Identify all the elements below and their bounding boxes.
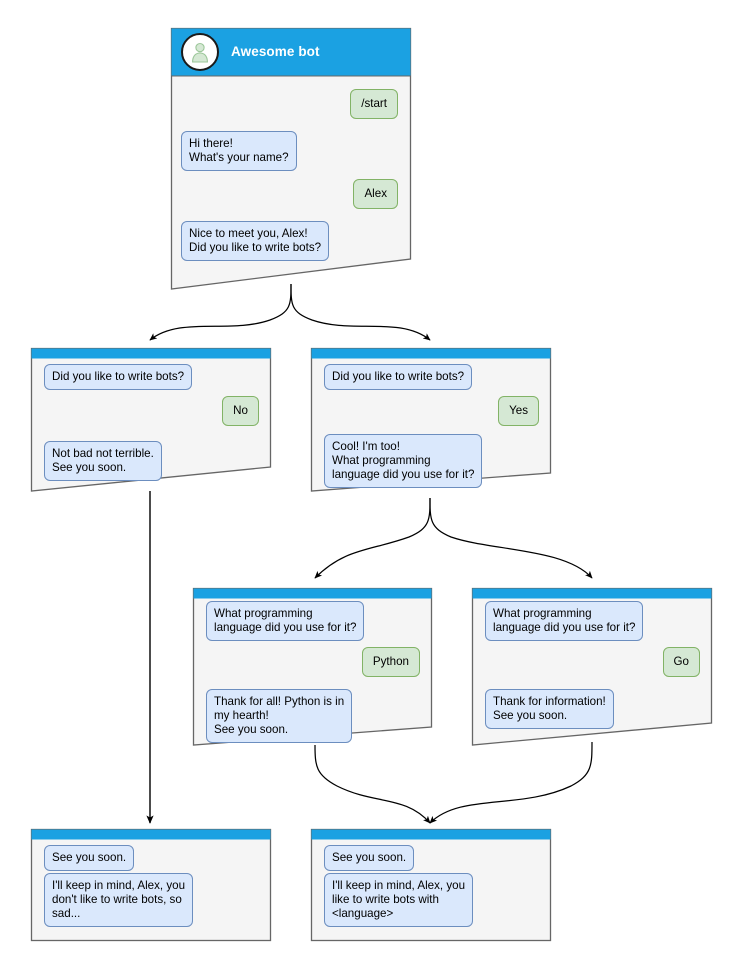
message-row: I'll keep in mind, Alex, you like to wri… xyxy=(324,873,539,928)
user-message-bubble: Yes xyxy=(498,396,539,427)
edge-go-to-end-happy xyxy=(429,741,593,824)
user-message-bubble: Alex xyxy=(353,179,398,210)
message-row: Cool! I'm too! What programming language… xyxy=(324,434,539,489)
message-row: Thank for information! See you soon. xyxy=(485,689,700,730)
window-titlebar-root: Awesome bot xyxy=(170,27,412,76)
message-row: Alex xyxy=(170,179,398,210)
message-row: Did you like to write bots? xyxy=(44,364,259,391)
bot-message-bubble: Cool! I'm too! What programming language… xyxy=(324,434,483,489)
user-message-bubble: Python xyxy=(361,647,420,678)
message-row: What programming language did you use fo… xyxy=(206,601,420,642)
bot-message-bubble: What programming language did you use fo… xyxy=(485,601,644,642)
edge-root-to-no xyxy=(149,283,292,341)
bot-message-bubble: I'll keep in mind, Alex, you like to wri… xyxy=(324,873,474,928)
message-row: Did you like to write bots? xyxy=(324,364,539,391)
window-title-root: Awesome bot xyxy=(231,44,320,59)
user-message-bubble: /start xyxy=(350,89,398,120)
message-row: See you soon. xyxy=(324,845,539,872)
bot-message-bubble: Not bad not terrible. See you soon. xyxy=(44,441,162,482)
bot-message-bubble: See you soon. xyxy=(324,845,415,872)
message-row: /start xyxy=(170,89,398,120)
message-row: See you soon. xyxy=(44,845,259,872)
chat-window-yes-branch: Did you like to write bots? Yes Cool! I'… xyxy=(310,347,552,492)
bot-message-bubble: Hi there! What's your name? xyxy=(181,131,297,172)
message-row: Yes xyxy=(310,396,539,427)
chat-window-python-branch: What programming language did you use fo… xyxy=(192,587,433,746)
message-row: I'll keep in mind, Alex, you don't like … xyxy=(44,873,259,928)
edge-yes-to-go xyxy=(429,497,593,579)
chat-window-end-happy: See you soon. I'll keep in mind, Alex, y… xyxy=(310,828,552,942)
user-message-bubble: Go xyxy=(662,647,700,678)
bot-message-bubble: I'll keep in mind, Alex, you don't like … xyxy=(44,873,194,928)
chat-window-no-branch: Did you like to write bots? No Not bad n… xyxy=(30,347,272,492)
message-row: Hi there! What's your name? xyxy=(181,131,401,172)
edge-yes-to-python xyxy=(314,497,431,579)
bot-message-bubble: Thank for information! See you soon. xyxy=(485,689,614,730)
bot-message-bubble: What programming language did you use fo… xyxy=(206,601,365,642)
message-row: What programming language did you use fo… xyxy=(485,601,700,642)
bot-message-bubble: Did you like to write bots? xyxy=(324,364,473,391)
message-row: No xyxy=(30,396,259,427)
message-row: Thank for all! Python is in my hearth! S… xyxy=(206,689,420,744)
message-row: Nice to meet you, Alex! Did you like to … xyxy=(181,221,401,262)
person-avatar-icon xyxy=(181,32,219,71)
chat-window-end-sad: See you soon. I'll keep in mind, Alex, y… xyxy=(30,828,272,942)
edge-root-to-yes xyxy=(290,283,431,341)
message-row: Go xyxy=(471,647,700,678)
message-row: Not bad not terrible. See you soon. xyxy=(44,441,259,482)
chat-window-root: Awesome bot /start Hi there! What's your… xyxy=(170,27,412,290)
bot-message-bubble: Nice to meet you, Alex! Did you like to … xyxy=(181,221,330,262)
bot-message-bubble: Thank for all! Python is in my hearth! S… xyxy=(206,689,353,744)
bot-message-bubble: See you soon. xyxy=(44,845,135,872)
chat-window-go-branch: What programming language did you use fo… xyxy=(471,587,713,746)
bot-message-bubble: Did you like to write bots? xyxy=(44,364,193,391)
edge-python-to-end-happy xyxy=(314,744,431,824)
message-row: Python xyxy=(192,647,420,678)
user-message-bubble: No xyxy=(222,396,259,427)
